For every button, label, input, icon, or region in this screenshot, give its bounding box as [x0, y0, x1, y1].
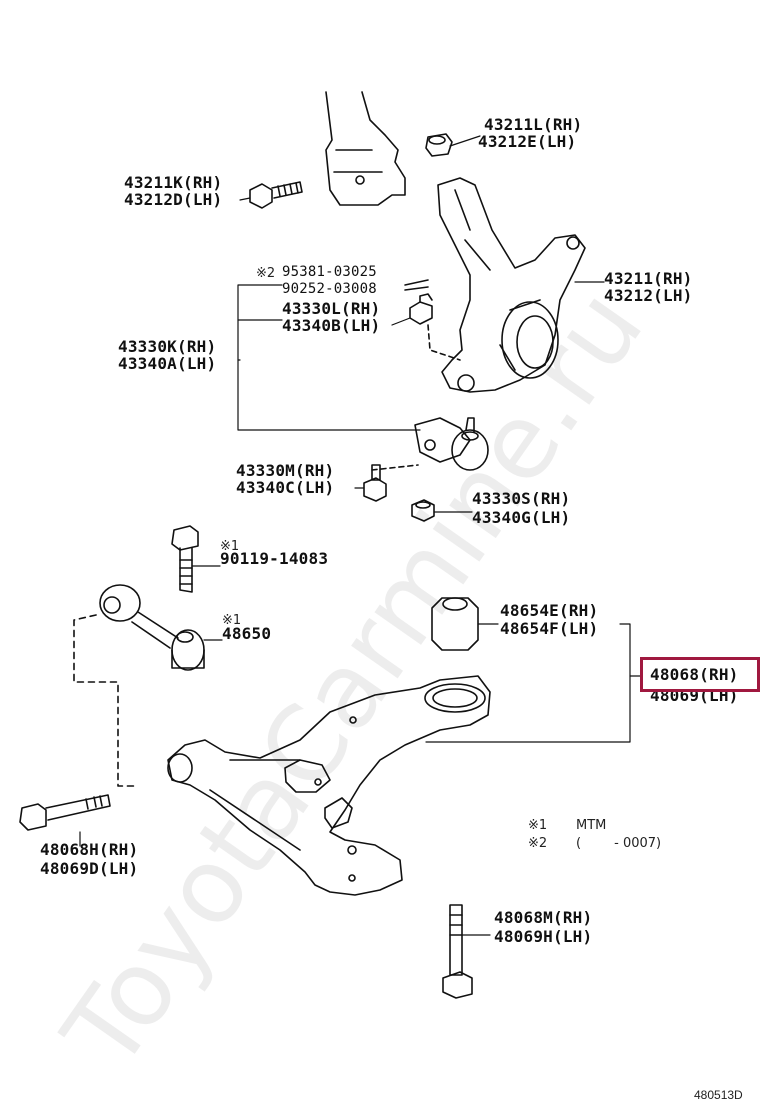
part-43340B: 43340B(LH)	[282, 316, 381, 335]
bushing-48654	[431, 597, 479, 651]
part-43340A: 43340A(LH)	[118, 354, 217, 373]
lower-control-arm	[167, 675, 491, 896]
part-48654E: 48654E(RH)	[500, 601, 599, 620]
part-90119: 90119-14083	[220, 549, 329, 568]
part-48068H: 48068H(RH)	[40, 840, 139, 859]
cotter-pin	[404, 279, 429, 291]
steering-knuckle	[437, 177, 586, 393]
note-mark-95381: ※2	[256, 266, 276, 281]
part-90252: 90252-03008	[282, 281, 377, 297]
part-43211: 43211(RH)	[604, 269, 693, 288]
part-43212: 43212(LH)	[604, 286, 693, 305]
part-48068: 48068(RH)	[650, 665, 739, 684]
bolt-43211K	[249, 181, 303, 209]
legend-text-2: ( - 0007)	[576, 836, 662, 851]
part-48069D: 48069D(LH)	[40, 859, 139, 878]
legend-text-1: MTM	[576, 818, 607, 833]
bolt-48068H	[19, 794, 111, 831]
legend-mark-2: ※2	[528, 836, 548, 851]
part-95381: 95381-03025	[282, 264, 377, 280]
part-43330S: 43330S(RH)	[472, 489, 571, 508]
leader-lines	[79, 135, 649, 936]
part-43212D: 43212D(LH)	[124, 190, 223, 209]
bolt-90119	[171, 525, 199, 593]
nut-43330L	[409, 293, 433, 325]
part-43330M: 43330M(RH)	[236, 461, 335, 480]
diagram-code: 480513D	[694, 1088, 743, 1102]
bolt-48068M	[442, 904, 473, 999]
part-43211K: 43211K(RH)	[124, 173, 223, 192]
highlight-box-48068	[640, 657, 760, 692]
part-43211L: 43211L(RH)	[484, 115, 583, 134]
part-43340C: 43340C(LH)	[236, 478, 335, 497]
part-48650: 48650	[222, 624, 272, 643]
legend-mark-1: ※1	[528, 818, 548, 833]
ball-joint	[414, 417, 489, 471]
strut-assembly	[325, 91, 406, 206]
part-43330L: 43330L(RH)	[282, 299, 381, 318]
note-mark-90119: ※1	[220, 539, 240, 554]
note-mark-48650: ※1	[222, 613, 242, 628]
part-43212E: 43212E(LH)	[478, 132, 577, 151]
part-48654F: 48654F(LH)	[500, 619, 599, 638]
part-48068M: 48068M(RH)	[494, 908, 593, 927]
bolt-43330M	[363, 464, 387, 502]
stabilizer-link	[99, 584, 205, 671]
part-48069H: 48069H(LH)	[494, 927, 593, 946]
nut-43211L	[425, 133, 453, 157]
part-43340G: 43340G(LH)	[472, 508, 571, 527]
part-43330K: 43330K(RH)	[118, 337, 217, 356]
nut-43330S	[411, 499, 435, 522]
